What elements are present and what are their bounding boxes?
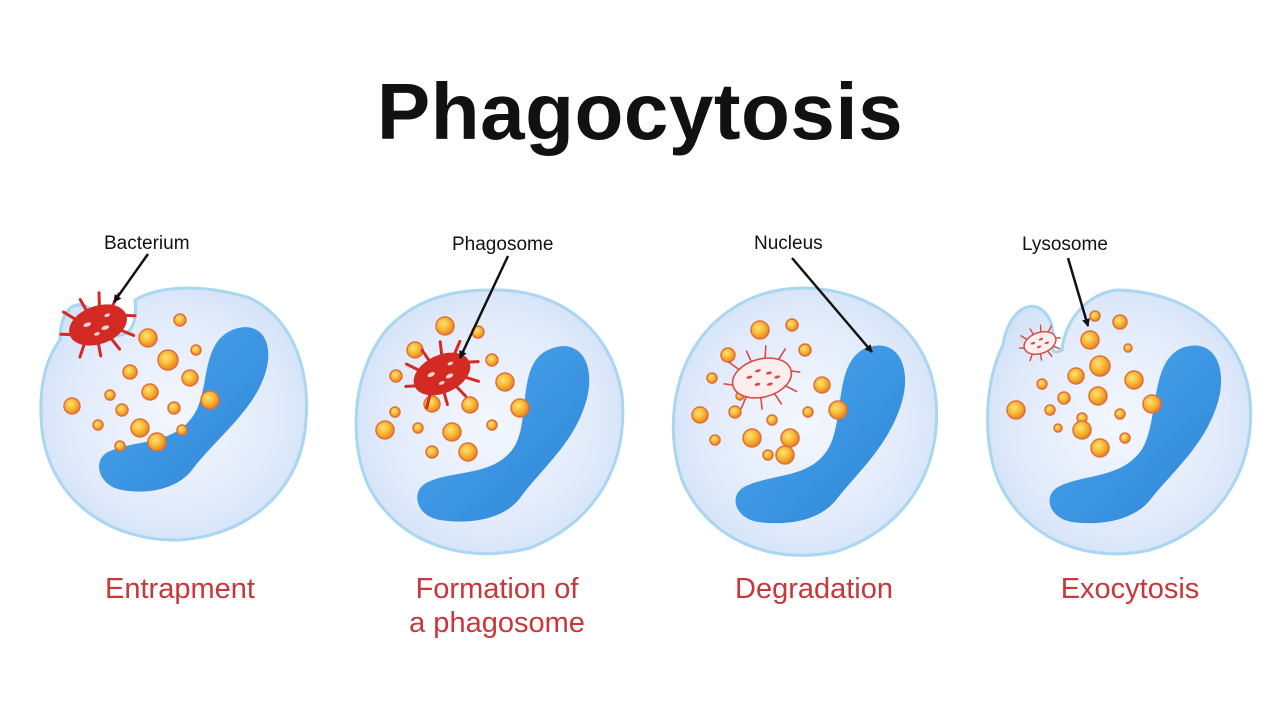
bacterium-callout-arrow — [112, 253, 150, 303]
nucleus — [1049, 345, 1222, 524]
phagosome-bacterium — [404, 339, 480, 410]
nucleus-callout-arrow — [791, 257, 873, 353]
callout-lysosome: Lysosome — [1022, 234, 1108, 255]
stage-label-formation-line2: a phagosome — [409, 607, 585, 639]
degraded-bacterium — [723, 345, 801, 410]
granules — [1006, 310, 1162, 458]
stage-label-degradation: Degradation — [735, 573, 893, 605]
diagram-title: Phagocytosis — [376, 67, 904, 156]
nucleus — [99, 327, 269, 492]
callout-phagosome: Phagosome — [452, 234, 553, 255]
nucleus — [417, 346, 590, 522]
bacterium — [59, 291, 137, 359]
lysosome-callout-arrow — [1066, 257, 1090, 327]
expelled-debris — [1018, 324, 1062, 362]
cell-degradation: Nucleus — [671, 233, 939, 557]
callout-nucleus: Nucleus — [754, 233, 823, 254]
stage-label-entrapment: Entrapment — [105, 573, 255, 605]
stage-label-exocytosis: Exocytosis — [1061, 573, 1200, 605]
callout-bacterium: Bacterium — [104, 233, 190, 254]
cell-entrapment: Bacterium — [39, 233, 309, 542]
granules — [375, 316, 530, 462]
granules — [63, 313, 220, 452]
cell-exocytosis: Lysosome — [986, 234, 1253, 556]
phagosome-callout-arrow — [458, 255, 510, 359]
granules — [691, 318, 848, 465]
nucleus — [735, 345, 906, 524]
stage-label-formation-line1: Formation of — [416, 573, 580, 605]
cell-phagosome-formation: Phagosome — [354, 234, 625, 556]
